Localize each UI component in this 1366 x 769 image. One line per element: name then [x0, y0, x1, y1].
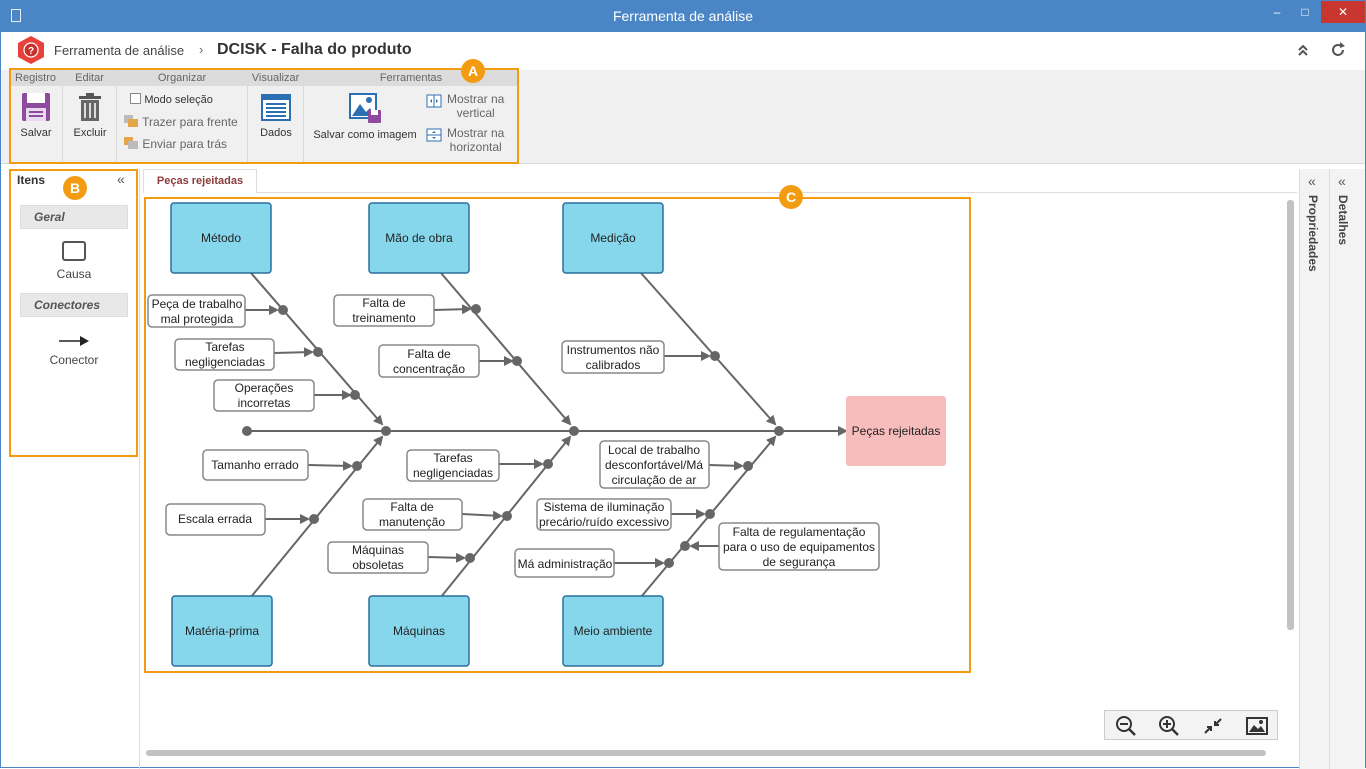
show-vertical-line1: Mostrar na: [447, 92, 505, 106]
annotation-badge-b: B: [63, 176, 87, 200]
details-panel-tab[interactable]: « Detalhes: [1329, 169, 1365, 769]
vertical-layout-icon: [426, 94, 442, 108]
properties-panel-tab[interactable]: « Propriedades: [1299, 169, 1329, 769]
annotation-outline-a: [9, 68, 519, 164]
horizontal-layout-icon: [426, 128, 442, 142]
document-list-icon: [261, 94, 291, 121]
collapse-up-icon[interactable]: [1293, 40, 1313, 60]
zoom-toolbar: [1104, 710, 1278, 740]
group-ferramentas: Ferramentas Salvar como imagem Mostrar n…: [304, 70, 518, 162]
delete-label: Excluir: [73, 127, 107, 139]
selection-mode-label: Modo seleção: [144, 94, 213, 106]
collapse-left-icon[interactable]: «: [117, 171, 125, 187]
tab-divider: [257, 192, 1297, 193]
items-panel: Itens « Geral Causa Conectores Conector: [9, 169, 138, 457]
group-organizar: Organizar Modo seleção Trazer para frent…: [117, 70, 248, 162]
fit-screen-icon: [1204, 718, 1222, 734]
maximize-button[interactable]: □: [1301, 5, 1309, 19]
save-as-image-label: Salvar como imagem: [313, 129, 417, 141]
section-geral: Geral: [20, 205, 128, 229]
item-causa[interactable]: Causa: [29, 241, 119, 281]
document-icon: [11, 9, 21, 22]
export-image-button[interactable]: [1243, 714, 1271, 738]
section-conectores: Conectores: [20, 293, 128, 317]
breadcrumb: ? Ferramenta de análise › DCISK - Falha …: [1, 32, 1365, 70]
save-label: Salvar: [20, 127, 52, 139]
close-button[interactable]: ✕: [1321, 1, 1365, 23]
show-horizontal-line1: Mostrar na: [447, 126, 505, 140]
breadcrumb-separator: ›: [199, 42, 204, 57]
ribbon-toolbar: Registro Salvar Editar: [1, 70, 1365, 164]
group-registro: Registro Salvar: [9, 70, 63, 162]
export-image-icon: [1246, 717, 1268, 735]
horizontal-scrollbar[interactable]: [146, 750, 1266, 756]
save-as-image-button[interactable]: Salvar como imagem: [310, 92, 420, 141]
annotation-badge-c: C: [779, 185, 803, 209]
zoom-out-button[interactable]: [1112, 714, 1140, 738]
help-logo-icon: ?: [18, 36, 44, 64]
minimize-button[interactable]: –: [1273, 5, 1281, 19]
group-label: Organizar: [117, 70, 247, 86]
expand-properties-icon[interactable]: «: [1308, 173, 1316, 189]
data-label: Dados: [260, 127, 292, 139]
item-causa-label: Causa: [56, 267, 92, 281]
title-bar: Ferramenta de análise – □ ✕: [1, 1, 1365, 32]
group-editar: Editar Excluir: [63, 70, 117, 162]
bring-to-front-button[interactable]: Trazer para frente: [123, 114, 238, 129]
send-to-back-label: Enviar para trás: [142, 137, 228, 151]
show-horizontal-line2: horizontal: [449, 140, 502, 154]
data-button[interactable]: Dados: [254, 92, 298, 139]
breadcrumb-app[interactable]: Ferramenta de análise: [54, 43, 185, 58]
floppy-disk-icon: [22, 93, 50, 121]
show-vertical-button[interactable]: Mostrar na vertical: [426, 92, 504, 120]
group-label: Registro: [9, 70, 62, 86]
panel-divider: [139, 169, 140, 769]
send-to-back-button[interactable]: Enviar para trás: [123, 136, 227, 151]
page-title: DCISK - Falha do produto: [217, 41, 412, 58]
items-panel-title: Itens: [17, 173, 46, 187]
save-button[interactable]: Salvar: [14, 92, 58, 139]
bring-front-icon: [124, 115, 138, 127]
details-label: Detalhes: [1336, 195, 1350, 246]
group-label: Editar: [63, 70, 116, 86]
group-label: Visualizar: [248, 70, 303, 86]
vertical-scrollbar[interactable]: [1287, 200, 1294, 630]
show-vertical-line2: vertical: [456, 106, 495, 120]
group-visualizar: Visualizar Dados: [248, 70, 304, 162]
refresh-icon[interactable]: [1328, 40, 1348, 60]
annotation-outline-c: [144, 197, 971, 673]
item-conector-label: Conector: [49, 353, 99, 367]
fit-screen-button[interactable]: [1199, 714, 1227, 738]
cause-shape-icon: [62, 241, 86, 261]
send-back-icon: [124, 137, 138, 149]
tab-pecas-rejeitadas[interactable]: Peças rejeitadas: [143, 169, 257, 193]
bring-to-front-label: Trazer para frente: [142, 115, 238, 129]
selection-mode-checkbox[interactable]: Modo seleção: [130, 92, 213, 106]
annotation-badge-a: A: [461, 59, 485, 83]
annotation-outline-b: [9, 169, 138, 457]
window-title: Ferramenta de análise: [612, 8, 754, 24]
zoom-in-icon: [1159, 716, 1179, 736]
checkbox-icon[interactable]: [130, 93, 141, 104]
properties-label: Propriedades: [1306, 195, 1320, 272]
delete-button[interactable]: Excluir: [68, 92, 112, 139]
save-image-icon: [349, 93, 381, 123]
arrow-connector-icon: [59, 336, 89, 346]
expand-details-icon[interactable]: «: [1338, 173, 1346, 189]
item-conector[interactable]: Conector: [29, 335, 119, 367]
show-horizontal-button[interactable]: Mostrar na horizontal: [426, 126, 504, 154]
trash-icon: [79, 93, 101, 121]
zoom-out-icon: [1116, 716, 1136, 736]
zoom-in-button[interactable]: [1155, 714, 1183, 738]
svg-text:?: ?: [28, 46, 34, 57]
